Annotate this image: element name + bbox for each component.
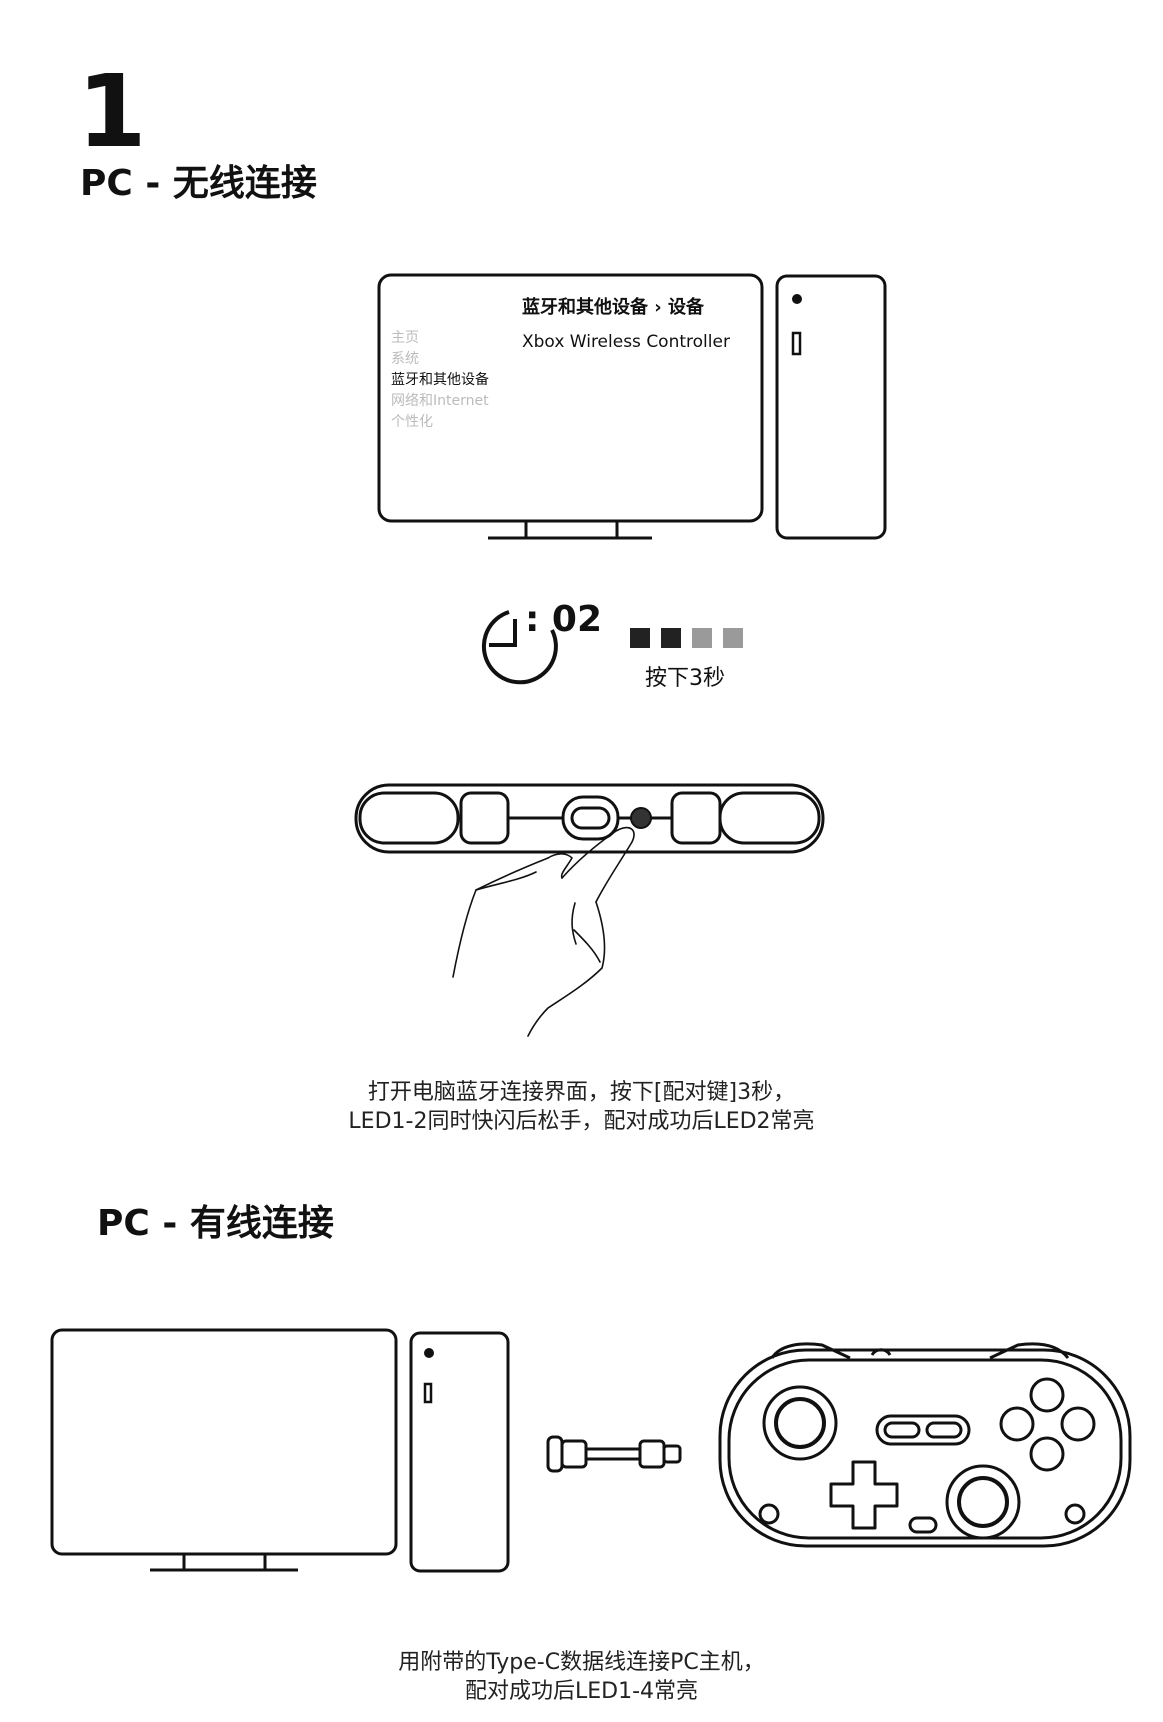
screen-title: 蓝牙和其他设备 › 设备	[522, 297, 704, 318]
menu-item-personalization: 个性化	[391, 414, 433, 430]
led-indicator-2	[661, 628, 681, 648]
wired-instructions-line2: 配对成功后LED1-4常亮	[464, 1679, 699, 1704]
device-name: Xbox Wireless Controller	[522, 332, 730, 352]
led-indicator-3	[692, 628, 712, 648]
wireless-instructions: 打开电脑蓝牙连接界面，按下[配对键]3秒， LED1-2同时快闪后松手，配对成功…	[0, 1078, 1163, 1136]
led-indicator-4	[723, 628, 743, 648]
menu-item-network: 网络和Internet	[391, 393, 489, 409]
step-number: 1	[77, 53, 147, 170]
menu-item-bluetooth: 蓝牙和其他设备	[391, 372, 489, 388]
menu-item-system: 系统	[391, 351, 419, 367]
wireless-instructions-line2: LED1-2同时快闪后松手，配对成功后LED2常亮	[348, 1109, 815, 1134]
wired-instructions-line1: 用附带的Type-C数据线连接PC主机，	[398, 1650, 765, 1675]
wireless-instructions-line1: 打开电脑蓝牙连接界面，按下[配对键]3秒，	[367, 1080, 796, 1105]
settings-menu: 主页 系统 蓝牙和其他设备 网络和Internet 个性化	[391, 328, 489, 433]
timer-value: : 02	[525, 599, 603, 640]
menu-item-home: 主页	[391, 330, 419, 346]
section-title-wireless: PC - 无线连接	[80, 163, 317, 204]
led-indicator-1	[630, 628, 650, 648]
section-title-wired: PC - 有线连接	[97, 1203, 334, 1244]
wired-instructions: 用附带的Type-C数据线连接PC主机， 配对成功后LED1-4常亮	[0, 1648, 1163, 1706]
hold-duration-label: 按下3秒	[645, 666, 725, 691]
